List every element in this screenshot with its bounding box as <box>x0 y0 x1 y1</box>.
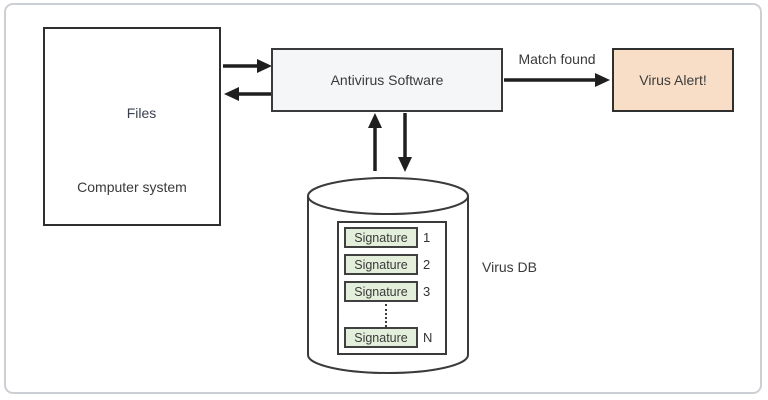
arrow-scan-request <box>223 59 272 73</box>
signature-list-box: Signature 1 Signature 2 Signature 3 Sign… <box>337 221 447 355</box>
arrow-scan-result <box>224 87 271 101</box>
signature-index: 3 <box>423 284 431 299</box>
virus-db-label: Virus DB <box>482 259 537 275</box>
arrow-db-to-antivirus <box>368 113 382 171</box>
match-found-label: Match found <box>518 51 596 67</box>
signature-row: Signature 2 <box>344 254 430 275</box>
signature-box: Signature <box>344 281 418 302</box>
antivirus-software-box: Antivirus Software <box>271 48 503 112</box>
signature-box: Signature <box>344 327 418 348</box>
arrow-antivirus-to-db <box>398 113 412 172</box>
signature-index: N <box>423 330 433 345</box>
signature-row: Signature 3 <box>344 281 430 302</box>
signature-row: Signature 1 <box>344 227 430 248</box>
virus-alert-box: Virus Alert! <box>612 48 734 112</box>
files-label: Files <box>126 105 157 121</box>
computer-system-label: Computer system <box>77 179 187 195</box>
signature-box: Signature <box>344 227 418 248</box>
signature-index: 2 <box>423 257 431 272</box>
signature-index: 1 <box>423 230 431 245</box>
computer-system-box <box>43 27 221 226</box>
ellipsis-dots-icon <box>385 304 387 327</box>
arrow-match-found <box>504 73 610 87</box>
signature-box: Signature <box>344 254 418 275</box>
signature-row: Signature N <box>344 327 432 348</box>
